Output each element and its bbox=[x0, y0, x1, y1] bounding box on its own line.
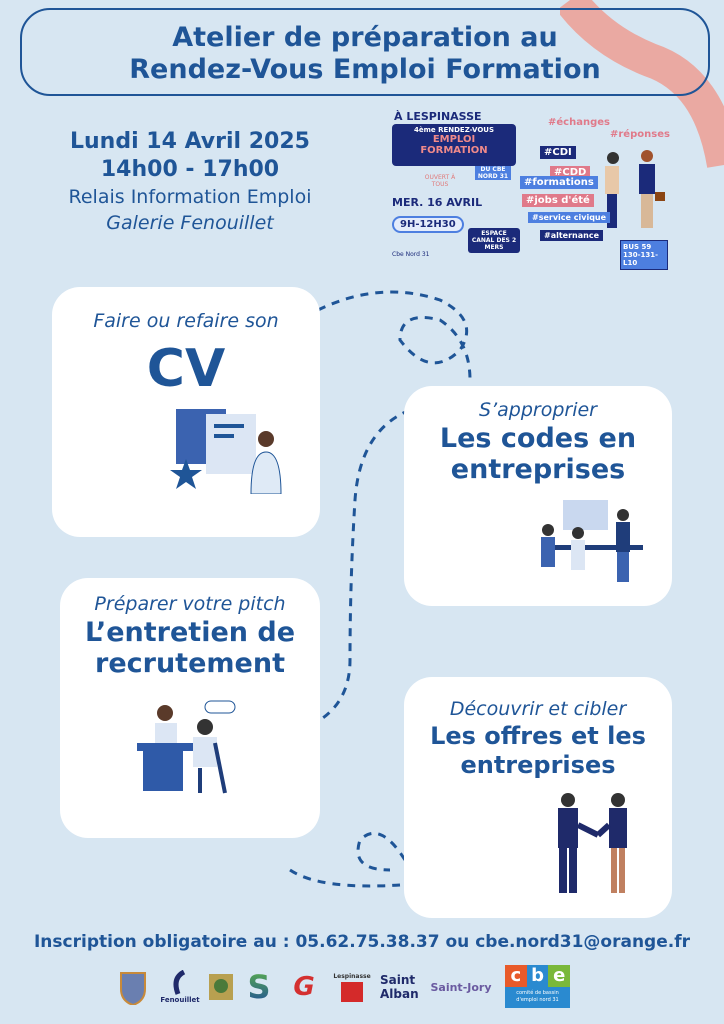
logo-lespinasse: Lespinasse bbox=[330, 965, 374, 1009]
registration-info: Inscription obligatoire au : 05.62.75.38… bbox=[33, 932, 690, 952]
logo-crest-1 bbox=[110, 965, 156, 1009]
banner-emploi: EMPLOI bbox=[432, 134, 476, 145]
banner-tag: #CDI bbox=[540, 146, 576, 159]
banner-title: 4ème RENDEZ-VOUS EMPLOI FORMATION bbox=[392, 124, 516, 166]
logo-fenouillet: Fenouillet bbox=[160, 965, 200, 1009]
banner-edition: 4ème RENDEZ-VOUS bbox=[413, 126, 495, 134]
banner-tag: #réponses bbox=[610, 129, 670, 140]
card-subtitle: Découvrir et cibler bbox=[449, 698, 627, 720]
logo-crest-2 bbox=[204, 965, 238, 1009]
card-heading: Les offres et les entreprises bbox=[430, 722, 646, 779]
banner-open: OUVERT À TOUS bbox=[424, 174, 456, 188]
event-date: Lundi 14 Avril 2025 bbox=[70, 129, 310, 154]
logo-saint-alban: Saint Alban bbox=[380, 965, 426, 1009]
dashed-path bbox=[289, 290, 472, 888]
banner-org: DU CBE NORD 31 bbox=[475, 166, 511, 180]
logo-cbe-caption: comité de bassin d'emploi nord 31 bbox=[516, 990, 559, 1003]
banner-hours: 9H-12H30 bbox=[392, 216, 464, 233]
card-codes: S’approprier Les codes en entreprises bbox=[404, 386, 672, 606]
banner-tag: #service civique bbox=[528, 212, 611, 223]
meeting-illustration bbox=[541, 500, 643, 582]
event-place: Relais Information Emploi bbox=[68, 186, 312, 208]
banner-tag: #échanges bbox=[548, 117, 610, 128]
event-time: 14h00 - 17h00 bbox=[100, 157, 280, 182]
card-interview: Préparer votre pitch L’entretien de recr… bbox=[60, 578, 320, 838]
cv-illustration bbox=[170, 409, 282, 495]
event-venue: Galerie Fenouillet bbox=[106, 212, 274, 234]
decorative-swoosh bbox=[560, 0, 724, 169]
logo-lespinasse-text: Lespinasse bbox=[333, 972, 371, 980]
banner-tag: #formations bbox=[520, 176, 598, 189]
logo-saint-alban-text: Saint Alban bbox=[380, 973, 419, 1001]
title-box: Atelier de préparation au Rendez-Vous Em… bbox=[20, 8, 710, 96]
event-info: Lundi 14 Avril 2025 14h00 - 17h00 Relais… bbox=[20, 128, 360, 236]
logo-s: S bbox=[247, 968, 271, 1006]
handshake-illustration bbox=[605, 150, 665, 228]
interview-illustration bbox=[137, 700, 236, 794]
banner-venue: ESPACE CANAL DES 2 MERS bbox=[468, 228, 520, 253]
logo-saint-jory-text: Saint-Jory bbox=[430, 980, 492, 994]
handshake-business-illustration bbox=[558, 793, 627, 893]
banner-formation: FORMATION bbox=[420, 145, 488, 156]
card-heading: L’entretien de recrutement bbox=[84, 617, 296, 679]
card-subtitle: Préparer votre pitch bbox=[94, 593, 286, 615]
event-banner: À LESPINASSE 4ème RENDEZ-VOUS EMPLOI FOR… bbox=[380, 108, 680, 270]
banner-facebook: Cbe Nord 31 bbox=[392, 251, 430, 258]
title-line2: Rendez-Vous Emploi Formation bbox=[129, 54, 601, 85]
card-heading: Les codes en entreprises bbox=[439, 423, 637, 485]
banner-date: MER. 16 AVRIL bbox=[392, 196, 483, 209]
banner-tag: #jobs d'été bbox=[522, 194, 594, 207]
title-line1: Atelier de préparation au bbox=[172, 22, 558, 53]
card-subtitle: S’approprier bbox=[479, 399, 597, 421]
logo-fenouillet-text: Fenouillet bbox=[160, 996, 200, 1004]
card-heading: CV bbox=[146, 339, 226, 399]
card-offers: Découvrir et cibler Les offres et les en… bbox=[404, 677, 672, 918]
banner-tag: #alternance bbox=[540, 230, 603, 241]
banner-town: À LESPINASSE bbox=[394, 110, 482, 123]
logo-g: G bbox=[293, 972, 315, 1002]
banner-tag: #CDD bbox=[550, 166, 591, 179]
logo-saint-jory: Saint-Jory bbox=[428, 965, 494, 1009]
card-subtitle: Faire ou refaire son bbox=[93, 310, 279, 332]
banner-bus: BUS 59 130-131-L10 bbox=[620, 240, 668, 270]
card-cv: Faire ou refaire son CV bbox=[52, 287, 320, 537]
